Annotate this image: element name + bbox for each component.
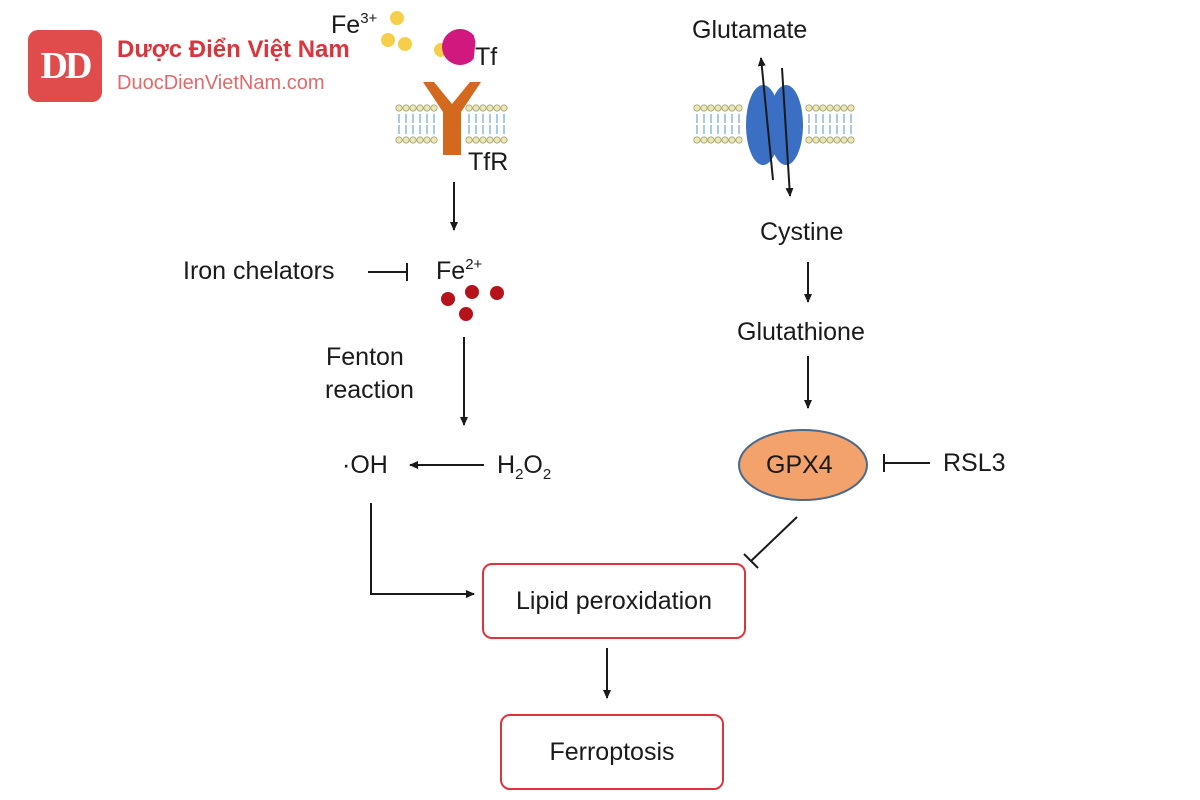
ferroptosis-label: Ferroptosis: [549, 737, 675, 766]
iron-chelators-label: Iron chelators: [183, 257, 335, 285]
glutamate-export-arrow: [757, 57, 774, 181]
oh-to-lipid-arrow: [370, 503, 475, 598]
rsl3-label: RSL3: [943, 449, 1006, 477]
gpx4-label: GPX4: [766, 451, 833, 479]
cystine-import-arrow: [781, 67, 794, 197]
glutathione-label: Glutathione: [737, 318, 865, 346]
fe2-dots: [441, 285, 504, 321]
ferroptosis-box: Ferroptosis: [500, 714, 724, 790]
gpx4-inhibition: [743, 516, 798, 569]
oh-radical-label: ·OH: [342, 451, 388, 479]
glutamate-label: Glutamate: [692, 16, 808, 44]
fe3-label: Fe3+: [331, 10, 378, 39]
lipid-peroxidation-label: Lipid peroxidation: [516, 586, 712, 615]
membrane-right: [693, 104, 855, 144]
tf-label: Tf: [475, 43, 498, 71]
logo-title: Dược Điển Việt Nam: [117, 36, 350, 63]
cystine-label: Cystine: [760, 218, 844, 246]
membrane-left: [395, 104, 508, 144]
lipid-peroxidation-box: Lipid peroxidation: [482, 563, 746, 639]
fenton-label-line2: reaction: [325, 376, 414, 404]
rsl3-inhibition: [883, 454, 930, 472]
logo-badge: DD: [28, 30, 102, 102]
tf-pacman-icon: [442, 29, 476, 65]
transporter-icon: [746, 85, 803, 165]
tfr-label: TfR: [468, 148, 509, 176]
fe2-label: Fe2+: [436, 256, 483, 285]
iron-chelators-inhibition: [368, 263, 408, 281]
h2o2-label: H2O2: [497, 451, 552, 483]
gpx4-node: [738, 429, 868, 501]
fe3-dots: [381, 11, 448, 57]
fenton-label-line1: Fenton: [326, 343, 404, 371]
tfr-receptor-icon: [423, 82, 481, 155]
logo-subtitle: DuocDienVietNam.com: [117, 72, 325, 94]
